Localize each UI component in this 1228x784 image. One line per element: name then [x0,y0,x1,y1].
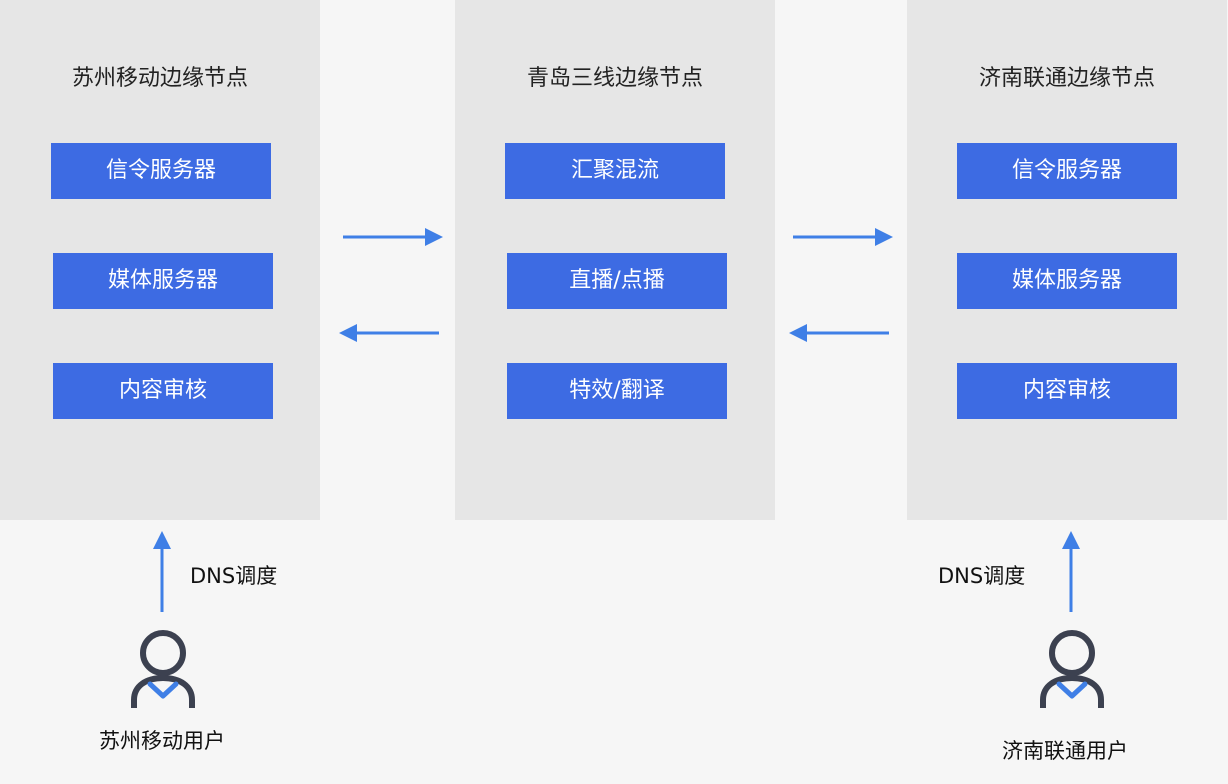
node-title: 济南联通边缘节点 [978,66,1155,91]
dns-scheduling-label: DNS调度 [938,564,1026,588]
service-content-review: 内容审核 [53,363,273,419]
arrow-left-icon [339,324,439,342]
arrow-left-icon [789,324,889,342]
service-content-review: 内容审核 [957,363,1177,419]
user-icon [131,630,195,708]
dns-scheduling-label: DNS调度 [190,564,278,588]
service-aggregation-mixing: 汇聚混流 [505,143,725,199]
user-label-suzhou: 苏州移动用户 [99,729,225,753]
arrow-up-icon [153,531,171,612]
arrow-right-icon [343,228,443,246]
service-effects-translation: 特效/翻译 [507,363,727,419]
user-icon [1040,630,1104,708]
node-qingdao-triple: 青岛三线边缘节点 汇聚混流 直播/点播 特效/翻译 [455,0,775,520]
service-live-vod: 直播/点播 [507,253,727,309]
arrow-right-icon [793,228,893,246]
node-title: 青岛三线边缘节点 [526,66,703,91]
arrow-up-icon [1062,531,1080,612]
service-media-server: 媒体服务器 [957,253,1177,309]
node-title: 苏州移动边缘节点 [71,66,248,91]
node-jinan-unicom: 济南联通边缘节点 信令服务器 媒体服务器 内容审核 [907,0,1227,520]
service-media-server: 媒体服务器 [53,253,273,309]
service-signaling-server: 信令服务器 [957,143,1177,199]
node-suzhou-mobile: 苏州移动边缘节点 信令服务器 媒体服务器 内容审核 [0,0,320,520]
user-label-jinan: 济南联通用户 [1002,739,1128,763]
service-signaling-server: 信令服务器 [51,143,271,199]
